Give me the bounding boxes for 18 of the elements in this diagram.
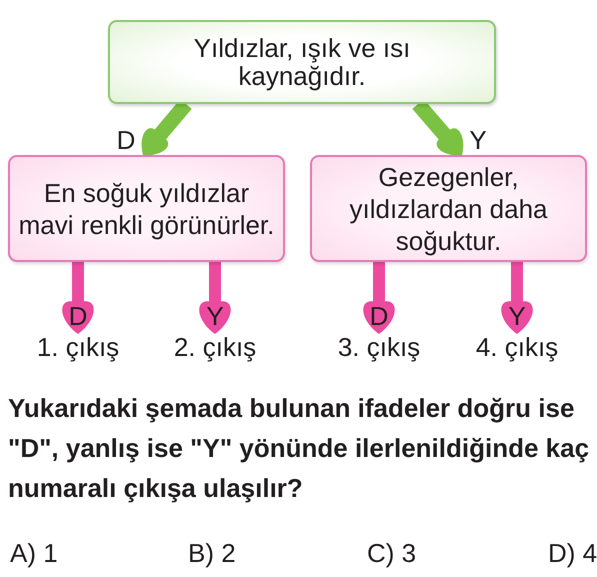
answer-option: B) 2 (188, 540, 236, 566)
question-text: Yukarıdaki şemada bulunan ifadeler doğru ise "D", yanlış ise "Y" yönünde ilerlenildiğinde kaç numaralı çıkışa ulaşılır? (8, 392, 590, 505)
exit-label: 1. çıkış (36, 334, 120, 360)
statement-box: Gezegenler, yıldızlardan daha soğuktur. (310, 155, 587, 262)
edge-label: Y (469, 127, 487, 153)
edge-label: D (370, 303, 388, 329)
statement-box: En soğuk yıldızlar mavi renkli görünürler. (8, 155, 285, 262)
exit-label: 2. çıkış (174, 334, 256, 360)
exit-label: 4. çıkış (476, 334, 558, 360)
edge-label: D (116, 127, 136, 153)
answer-option: C) 3 (367, 540, 416, 566)
edge-label: Y (206, 303, 224, 329)
statement-box: Yıldızlar, ışık ve ısı kaynağıdır. (108, 20, 496, 104)
edge-label: D (68, 303, 88, 329)
answer-option: D) 4 (548, 540, 597, 566)
answer-option: A) 1 (10, 540, 58, 566)
edge-label: Y (508, 303, 526, 329)
exit-label: 3. çıkış (338, 334, 420, 360)
